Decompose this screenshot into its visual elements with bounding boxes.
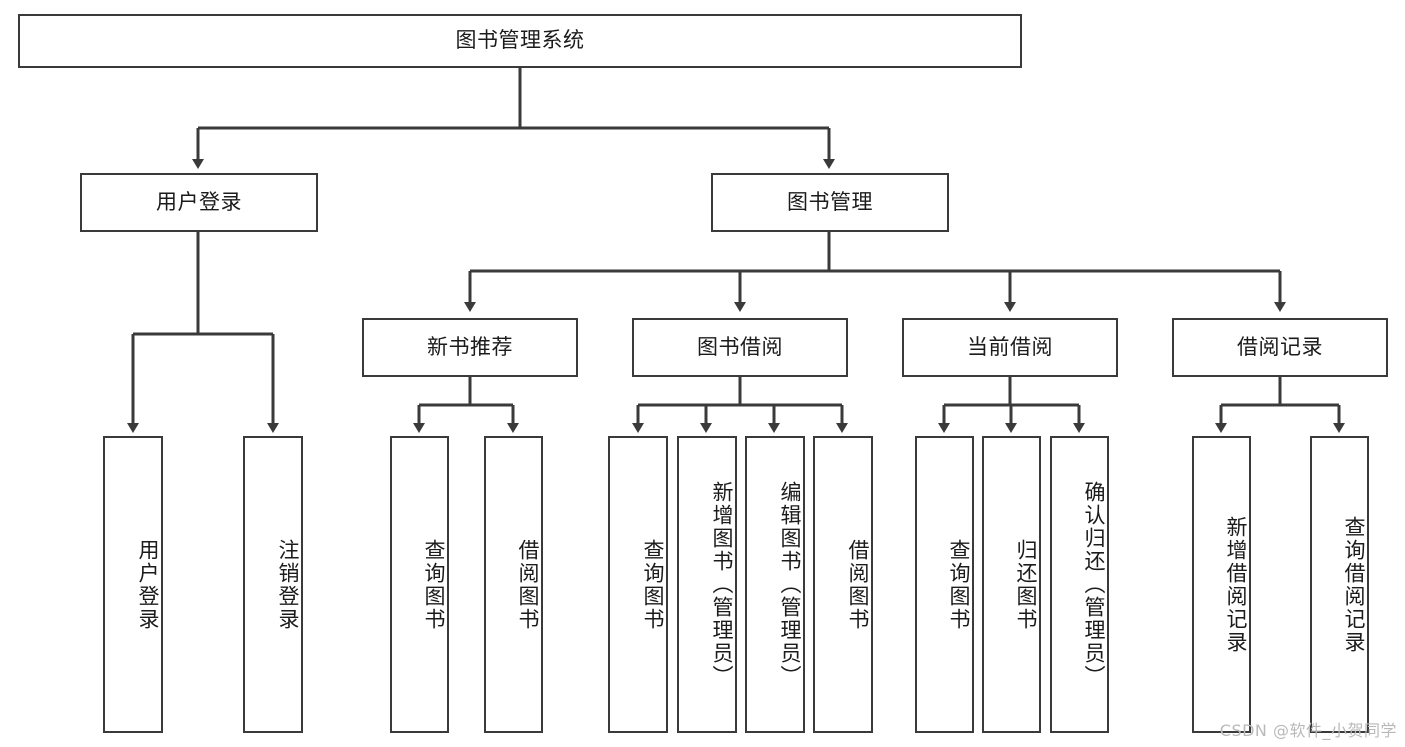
node-user-login-label: 用户登录 [156, 189, 242, 214]
node-borrow-record-label: 借阅记录 [1237, 334, 1323, 359]
node-leaf-return-book[interactable]: 归还图书 [982, 436, 1041, 733]
node-book-manage[interactable]: 图书管理 [711, 173, 949, 232]
node-leaf-edit-book[interactable]: 编辑图书（管理员） [745, 436, 805, 733]
watermark-text: CSDN @软件_小贺同学 [1219, 721, 1397, 740]
node-leaf-add-record-label: 新增借阅记录 [1224, 515, 1248, 654]
node-leaf-borrow-book-2[interactable]: 借阅图书 [813, 436, 873, 733]
node-current-borrow-label: 当前借阅 [967, 334, 1053, 359]
node-leaf-borrow-book-2-label: 借阅图书 [846, 538, 870, 631]
node-leaf-user-logout-label: 注销登录 [276, 538, 300, 631]
node-leaf-user-logout[interactable]: 注销登录 [243, 436, 303, 733]
node-borrow-record[interactable]: 借阅记录 [1172, 318, 1388, 377]
node-leaf-query-record[interactable]: 查询借阅记录 [1310, 436, 1369, 733]
node-leaf-confirm-return[interactable]: 确认归还（管理员） [1050, 436, 1109, 733]
node-leaf-confirm-return-label: 确认归还（管理员） [1082, 481, 1106, 688]
node-new-book-rec[interactable]: 新书推荐 [362, 318, 578, 377]
node-leaf-query-book-1-label: 查询图书 [422, 538, 446, 631]
node-leaf-add-book[interactable]: 新增图书（管理员） [677, 436, 737, 733]
node-leaf-query-record-label: 查询借阅记录 [1342, 515, 1366, 654]
node-leaf-user-login[interactable]: 用户登录 [103, 436, 163, 733]
node-leaf-return-book-label: 归还图书 [1014, 538, 1038, 631]
node-leaf-query-book-2[interactable]: 查询图书 [608, 436, 668, 733]
node-leaf-add-record[interactable]: 新增借阅记录 [1192, 436, 1251, 733]
node-leaf-query-book-2-label: 查询图书 [641, 538, 665, 631]
node-book-manage-label: 图书管理 [787, 189, 873, 214]
node-book-borrow-label: 图书借阅 [697, 334, 783, 359]
node-leaf-query-book-3[interactable]: 查询图书 [915, 436, 974, 733]
node-leaf-borrow-book-1-label: 借阅图书 [516, 538, 540, 631]
node-new-book-rec-label: 新书推荐 [427, 334, 513, 359]
node-book-borrow[interactable]: 图书借阅 [632, 318, 848, 377]
node-leaf-borrow-book-1[interactable]: 借阅图书 [484, 436, 543, 733]
node-root[interactable]: 图书管理系统 [18, 14, 1022, 68]
node-leaf-edit-book-label: 编辑图书（管理员） [778, 481, 802, 688]
node-user-login[interactable]: 用户登录 [80, 173, 318, 232]
node-current-borrow[interactable]: 当前借阅 [902, 318, 1118, 377]
node-leaf-query-book-3-label: 查询图书 [947, 538, 971, 631]
node-leaf-query-book-1[interactable]: 查询图书 [390, 436, 449, 733]
node-leaf-add-book-label: 新增图书（管理员） [710, 481, 734, 688]
node-root-label: 图书管理系统 [455, 28, 585, 53]
node-leaf-user-login-label: 用户登录 [136, 538, 160, 631]
